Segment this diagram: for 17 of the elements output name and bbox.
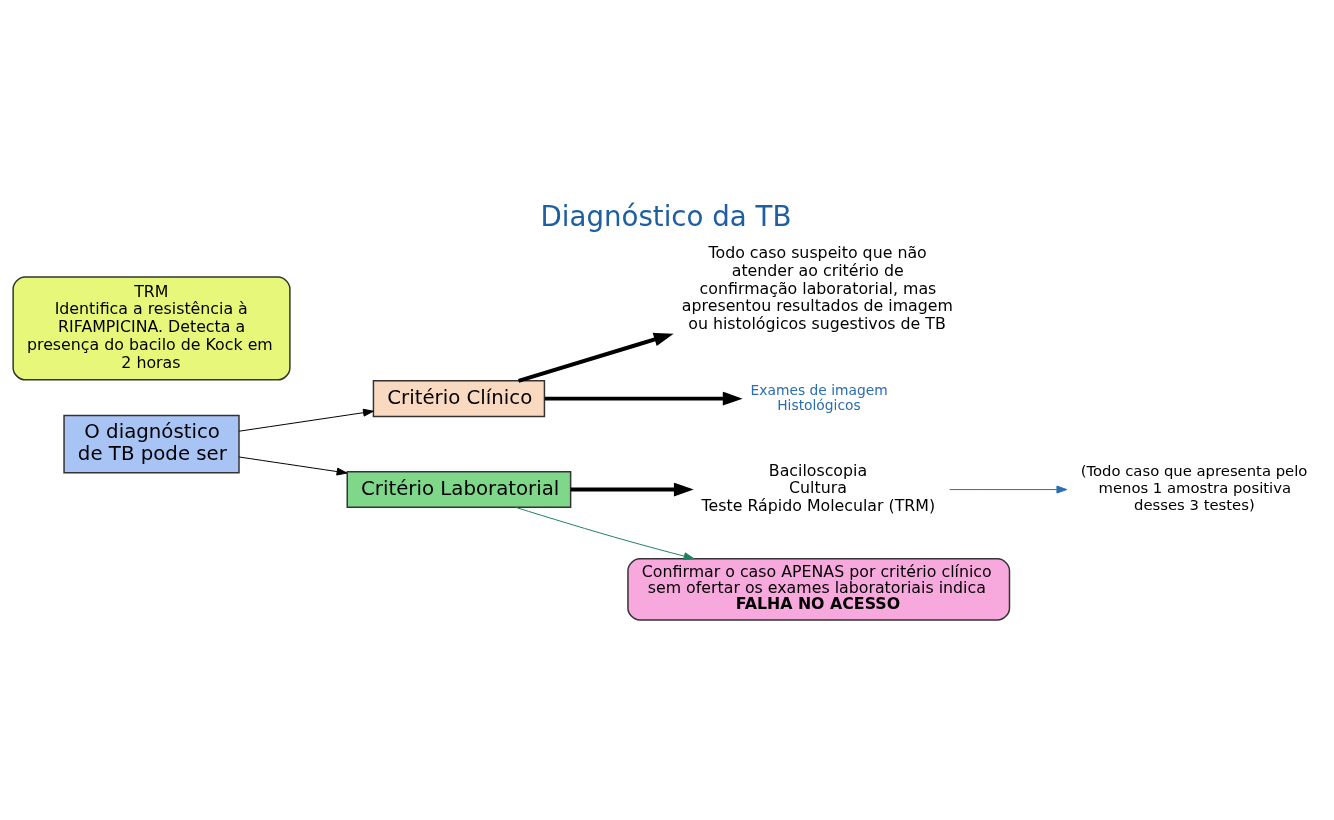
arrow [518,332,674,383]
arrow [238,408,374,432]
node-text: Baciloscopia Cultura Teste Rápido Molecular (TRM) [701,460,936,516]
node-text: Exames de imagem Histológicos [750,381,888,413]
arrow [515,506,695,561]
arrow [949,485,1068,494]
node-box: Confirmar o caso APENAS por critério clínico sem ofertar os exames laboratoriais indica FALHA NO ACESSO [627,558,1011,621]
arrow [238,456,348,476]
arrow [570,482,694,497]
node-box: O diagnóstico de TB pode ser [63,414,240,474]
node-text: Todo caso suspeito que não atender ao critério de confirmação laboratorial, mas apresentou resultados de imagem ou histológicos sugestivos de TB [681,243,953,334]
node-box: Critério Laboratorial [346,471,572,509]
node-box: TRM Identifica a resistência à RIFAMPICINA. Detecta a presença do bacilo de Kock em 2 horas [12,276,291,381]
node-text: (Todo caso que apresenta pelo menos 1 amostra positiva desses 3 testes) [1080,462,1308,513]
node-box: Critério Clínico [372,380,546,418]
diagram-title: Diagnóstico da TB [540,200,792,234]
arrow [544,391,743,406]
